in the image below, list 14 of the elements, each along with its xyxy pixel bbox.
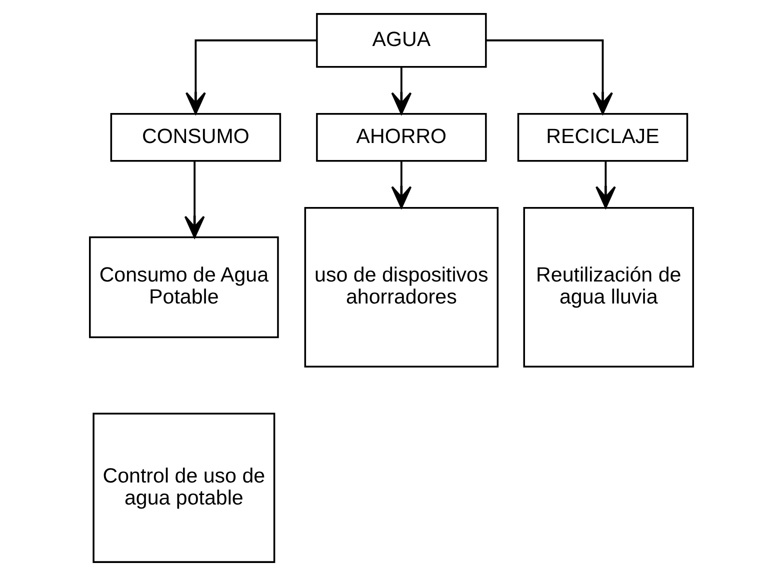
node-box: uso de dispositivos ahorradores — [304, 207, 499, 368]
node-box: Control de uso de agua potable — [92, 412, 276, 563]
arrow — [391, 66, 412, 114]
arrow — [185, 39, 317, 114]
node-box: RECICLAJE — [517, 112, 688, 162]
node-box: Consumo de Agua Potable — [89, 236, 279, 338]
node-box: AGUA — [316, 13, 487, 68]
node-box: AHORRO — [316, 112, 487, 162]
arrow — [595, 161, 616, 208]
arrow — [184, 161, 205, 238]
node-box: Reutilización de agua lluvia — [523, 207, 694, 368]
arrow — [391, 161, 412, 208]
node-box: CONSUMO — [110, 112, 282, 162]
arrow — [486, 39, 613, 114]
